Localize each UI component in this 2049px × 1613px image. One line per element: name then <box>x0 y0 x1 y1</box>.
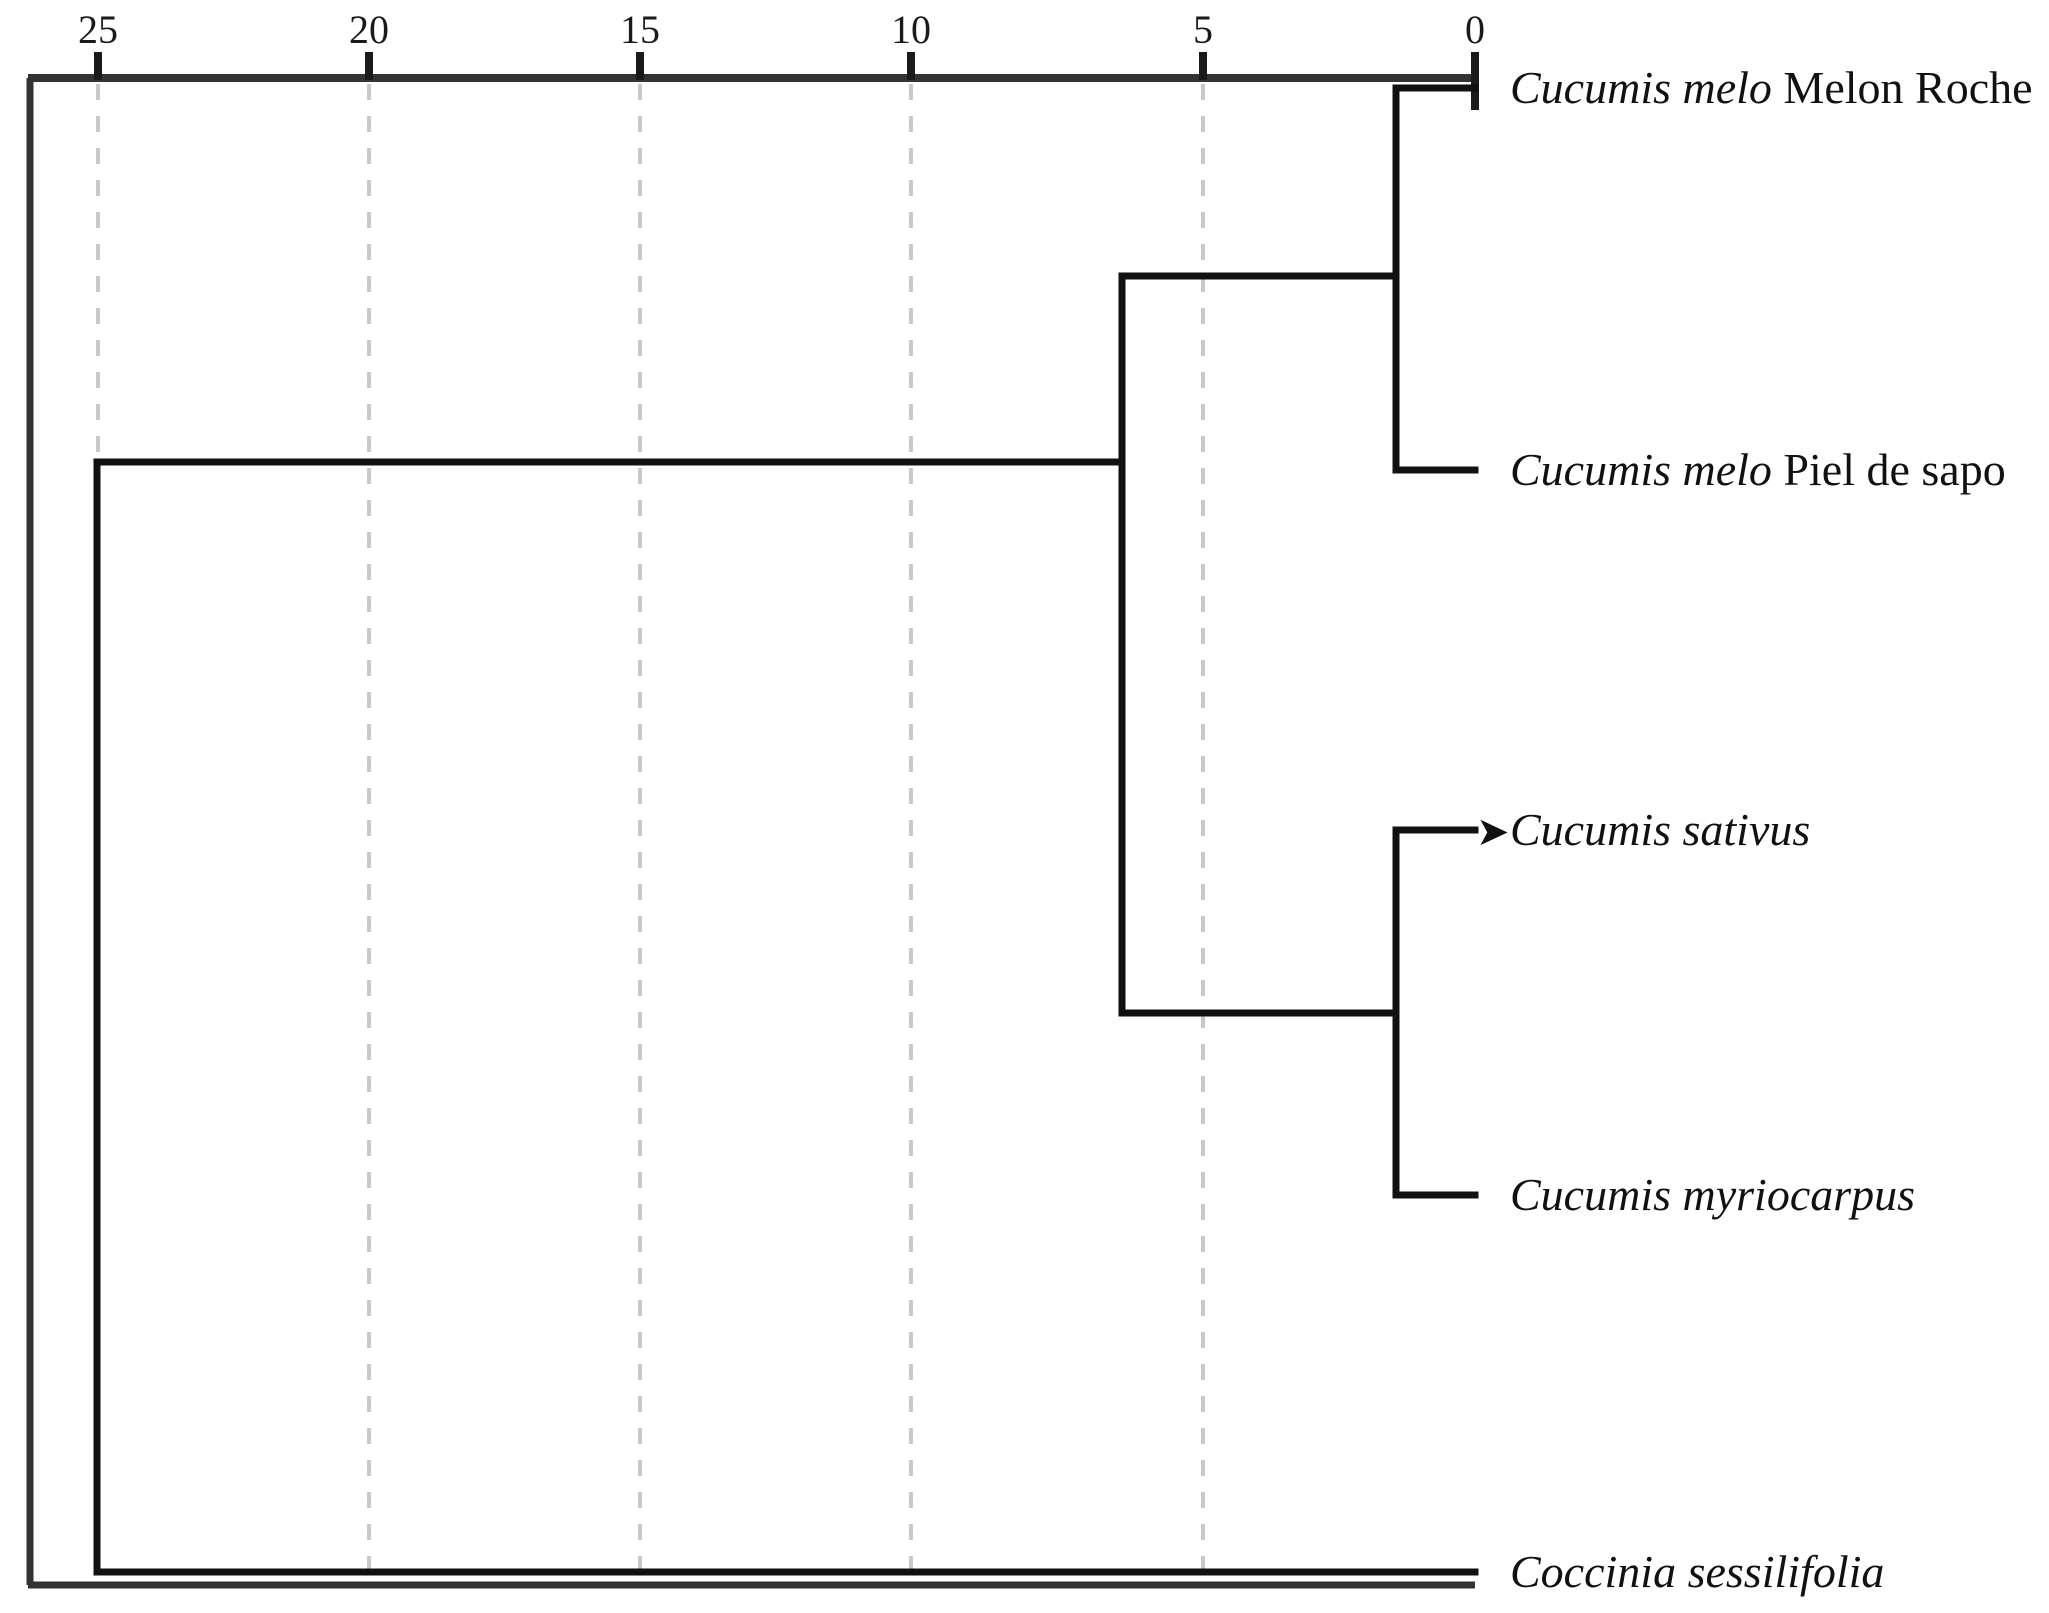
leaf-label-coccinia-sessilifolia: Coccinia sessilifolia <box>1510 1549 1884 1595</box>
axis-tick-label-0: 0 <box>1465 7 1485 52</box>
dendrogram-tree <box>93 84 1479 1576</box>
axis-tick-label-10: 10 <box>891 7 931 52</box>
axis-tick-label-5: 5 <box>1193 7 1213 52</box>
leaf-label-cucumis-sativus: Cucumis sativus <box>1510 807 1810 853</box>
leaf-binomial: Coccinia sessilifolia <box>1510 1546 1885 1597</box>
axis-ticks <box>94 52 1479 110</box>
leaf-label-cucumis-melo-melon-roche: Cucumis melo Melon Roche <box>1510 65 2033 111</box>
axis-tick-label-20: 20 <box>349 7 389 52</box>
leaf-cultivar: Melon Roche <box>1783 62 2033 113</box>
leaf-binomial: Cucumis melo <box>1510 62 1772 113</box>
plot-frame <box>26 74 1475 1589</box>
axis-tick-label-15: 15 <box>620 7 660 52</box>
leaf-cultivar: Piel de sapo <box>1783 444 2006 495</box>
arrowhead-marker-icon: ➤ <box>1476 809 1510 854</box>
leaf-binomial: Cucumis melo <box>1510 444 1772 495</box>
leaf-binomial: Cucumis sativus <box>1510 804 1811 855</box>
gridlines <box>96 84 1205 1585</box>
leaf-label-cucumis-myriocarpus: Cucumis myriocarpus <box>1510 1172 1915 1218</box>
leaf-binomial: Cucumis myriocarpus <box>1510 1169 1916 1220</box>
leaf-label-cucumis-melo-piel-de-sapo: Cucumis melo Piel de sapo <box>1510 447 2006 493</box>
axis-tick-label-25: 25 <box>78 7 118 52</box>
